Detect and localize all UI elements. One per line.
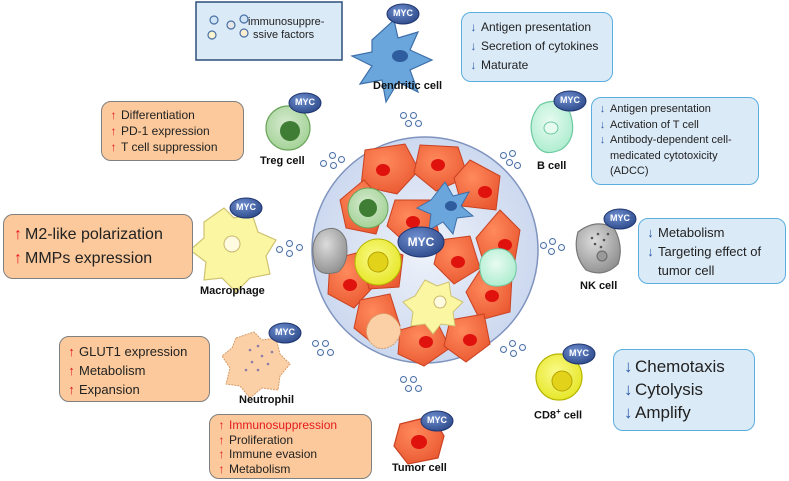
badge-macrophage: MYC	[236, 202, 256, 212]
down-arrow-icon: ↓	[599, 118, 606, 131]
down-arrow-icon: ↓	[647, 225, 654, 240]
nk-effect-1: ↓Metabolism	[647, 225, 725, 240]
up-arrow-icon: ↑	[14, 226, 22, 243]
nk-effect-2: ↓Targeting effect of	[647, 244, 762, 259]
dendritic-cell-icon	[350, 3, 434, 104]
macrophage-effects-box: ↑M2-like polarization ↑MMPs expression	[3, 214, 193, 279]
legend-box	[195, 1, 343, 61]
up-arrow-icon: ↑	[218, 461, 225, 476]
bcell-effect-3-cont: medicated cytotoxicity	[610, 149, 718, 162]
treg-effect-1: ↑Differentiation	[110, 108, 195, 122]
macrophage-effect-1: ↑M2-like polarization	[14, 223, 182, 247]
cd8-effect-3: ↓Amplify	[624, 403, 691, 422]
legend-text: immunosuppre- ssive factors	[248, 16, 325, 41]
treg-effect-2: ↑PD-1 expression	[110, 124, 210, 138]
label-cd8-cell: CD8+ cell	[534, 407, 583, 422]
up-arrow-icon: ↑	[14, 250, 22, 267]
tumor-cell-icon	[393, 410, 454, 465]
bcell-effect-2: ↓Activation of T cell	[599, 118, 751, 134]
dendritic-effect-1: ↓Antigen presentation	[470, 18, 604, 37]
cd8-effect-2: ↓Cytolysis	[624, 380, 704, 399]
nk-effect-2-cont: tumor cell	[658, 263, 715, 278]
label-treg-cell: Treg cell	[260, 155, 305, 167]
dendritic-effects-box: ↓Antigen presentation ↓Secretion of cyto…	[461, 12, 613, 82]
neutrophil-effects-box: ↑GLUT1 expression ↑Metabolism ↑Expansion	[59, 336, 210, 402]
tumor-effect-1: ↑Immunosuppression	[218, 418, 338, 432]
up-arrow-icon: ↑	[68, 363, 75, 378]
center-myc-label: MYC	[407, 235, 435, 249]
macrophage-icon	[189, 197, 277, 293]
up-arrow-icon: ↑	[110, 140, 117, 154]
badge-tumor: MYC	[427, 415, 447, 425]
bcell-effect-3: ↓Antibody-dependent cell-	[599, 133, 751, 149]
dendritic-effect-2: ↓Secretion of cytokines	[470, 37, 604, 56]
neutrophil-icon	[221, 322, 302, 399]
badge-neutrophil: MYC	[275, 327, 295, 337]
down-arrow-icon: ↓	[599, 103, 606, 115]
up-arrow-icon: ↑	[110, 124, 117, 138]
down-arrow-icon: ↓	[470, 58, 477, 72]
label-b-cell: B cell	[537, 160, 567, 172]
up-arrow-icon: ↑	[218, 432, 225, 447]
up-arrow-icon: ↑	[68, 382, 75, 397]
tumor-effect-4: ↑Metabolism	[218, 461, 291, 476]
down-arrow-icon: ↓	[647, 244, 654, 259]
up-arrow-icon: ↑	[218, 418, 225, 432]
nk-effects-box: ↓Metabolism ↓Targeting effect of tumor c…	[638, 218, 786, 284]
down-arrow-icon: ↓	[624, 380, 633, 399]
label-dendritic-cell: Dendritic cell	[373, 80, 443, 92]
legend-factor-icons	[207, 14, 249, 40]
up-arrow-icon: ↑	[218, 447, 225, 461]
cd8-effects-box: ↓Chemotaxis ↓Cytolysis ↓Amplify	[613, 349, 755, 431]
label-nk-cell: NK cell	[580, 280, 618, 292]
dendritic-effect-3: ↓Maturate	[470, 56, 604, 75]
cd8-cell-icon	[535, 343, 596, 401]
tumor-effect-3: ↑Immune evasion	[218, 447, 318, 461]
badge-bcell: MYC	[560, 95, 580, 105]
b-cell-icon	[530, 90, 587, 154]
treg-effects-box: ↑Differentiation ↑PD-1 expression ↑T cel…	[101, 101, 244, 161]
treg-cell-icon	[265, 92, 322, 151]
down-arrow-icon: ↓	[624, 357, 633, 376]
tumor-effects-box: ↑Immunosuppression ↑Proliferation ↑Immun…	[209, 414, 372, 479]
tumor-cell-cluster	[312, 143, 521, 367]
up-arrow-icon: ↑	[110, 108, 117, 122]
bcell-effects-box: ↓Antigen presentation ↓Activation of T c…	[591, 97, 759, 185]
badge-treg: MYC	[295, 97, 315, 107]
up-arrow-icon: ↑	[68, 344, 75, 359]
neutrophil-effect-3: ↑Expansion	[68, 382, 140, 397]
bcell-effect-1: ↓Antigen presentation	[599, 102, 751, 118]
label-tumor-cell: Tumor cell	[392, 462, 447, 474]
label-neutrophil: Neutrophil	[239, 394, 294, 406]
down-arrow-icon: ↓	[624, 403, 633, 422]
down-arrow-icon: ↓	[599, 134, 606, 146]
down-arrow-icon: ↓	[470, 20, 477, 34]
neutrophil-effect-1: ↑GLUT1 expression	[68, 344, 188, 359]
treg-effect-3: ↑T cell suppression	[110, 140, 218, 154]
nk-cell-icon	[575, 208, 637, 274]
badge-cd8: MYC	[569, 348, 589, 358]
cd8-effect-1: ↓Chemotaxis	[624, 357, 725, 376]
macrophage-effect-2: ↑MMPs expression	[14, 247, 182, 271]
down-arrow-icon: ↓	[470, 39, 477, 53]
label-macrophage: Macrophage	[200, 285, 265, 297]
badge-nk: MYC	[610, 213, 630, 223]
neutrophil-effect-2: ↑Metabolism	[68, 363, 146, 378]
tumor-effect-2: ↑Proliferation	[218, 432, 294, 447]
badge-dendritic: MYC	[393, 8, 413, 18]
bcell-effect-3-cont2: (ADCC)	[610, 165, 649, 177]
